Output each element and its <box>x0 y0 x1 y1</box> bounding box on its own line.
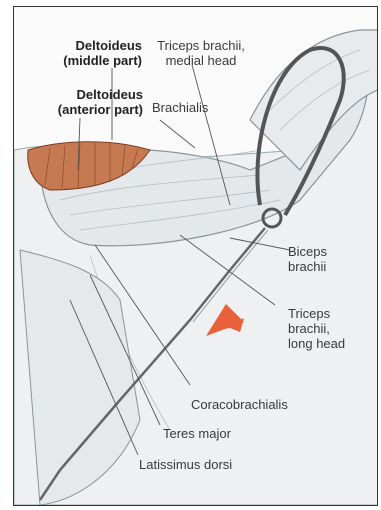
label-triceps-medial: Triceps brachii, medial head <box>142 38 260 68</box>
label-teres-major: Teres major <box>163 426 231 441</box>
label-biceps: Biceps brachii <box>288 244 327 274</box>
label-triceps-long: Triceps brachii, long head <box>288 306 345 351</box>
label-latissimus: Latissimus dorsi <box>139 457 232 472</box>
label-coracobrachialis: Coracobrachialis <box>191 397 288 412</box>
label-deltoid-middle: Deltoideus (middle part) <box>30 38 142 68</box>
label-brachialis: Brachialis <box>152 100 208 115</box>
label-deltoid-anterior: Deltoideus (anterior part) <box>15 87 143 117</box>
